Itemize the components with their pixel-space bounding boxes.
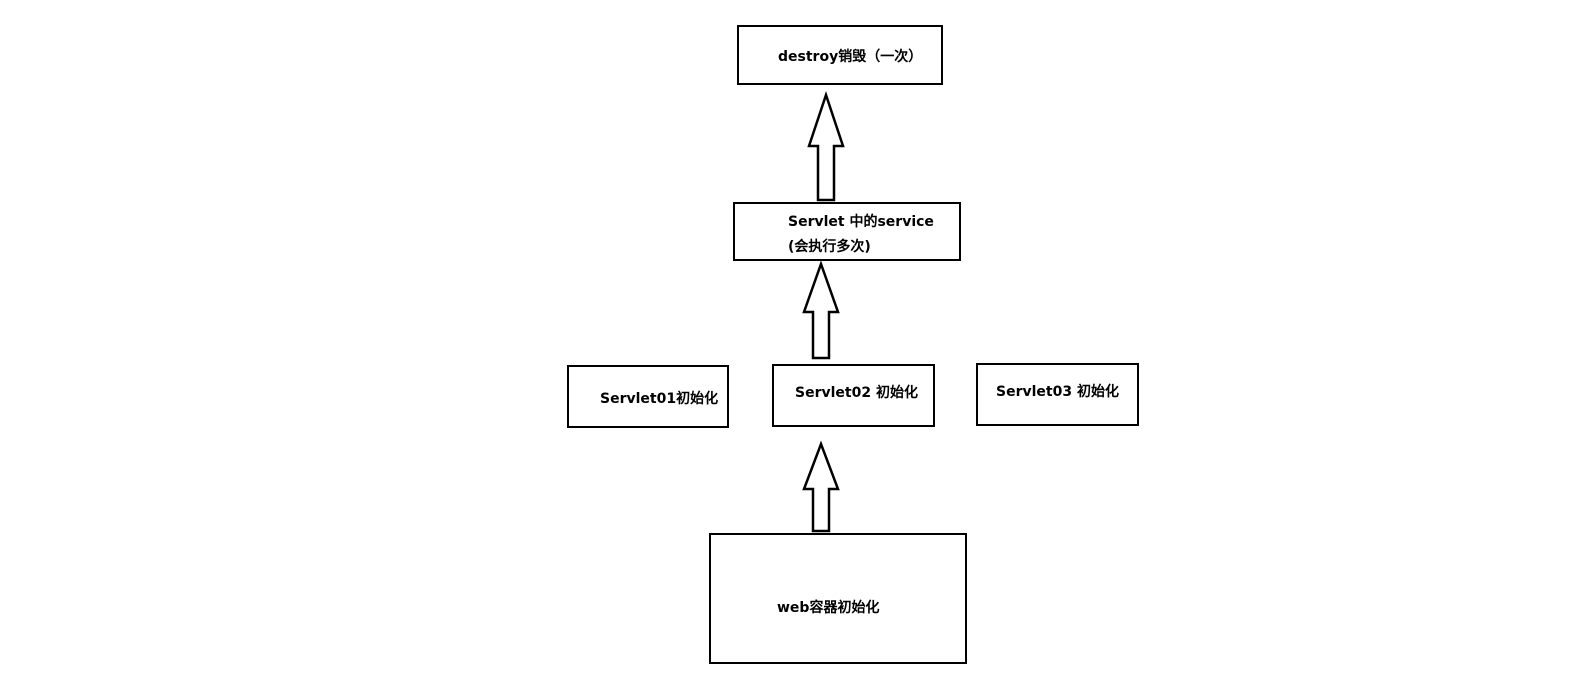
servlet03-box	[976, 363, 1139, 426]
service-label-line1: Servlet 中的service	[788, 214, 934, 230]
service-label-line2: (会执行多次)	[788, 239, 871, 255]
destroy-label: destroy销毁（一次）	[778, 49, 923, 65]
arrow-web-to-servlet02	[802, 440, 840, 533]
servlet02-box	[772, 364, 935, 427]
arrow-service-to-destroy	[807, 91, 845, 202]
destroy-box	[737, 25, 943, 85]
service-box	[733, 202, 961, 261]
web-container-box	[709, 533, 967, 664]
servlet01-box	[567, 365, 729, 428]
servlet01-label: Servlet01初始化	[600, 391, 719, 407]
arrow-servlet02-to-service	[802, 260, 840, 360]
servlet02-label: Servlet02 初始化	[795, 385, 918, 401]
servlet03-label: Servlet03 初始化	[996, 384, 1119, 400]
web-container-label: web容器初始化	[777, 600, 880, 616]
